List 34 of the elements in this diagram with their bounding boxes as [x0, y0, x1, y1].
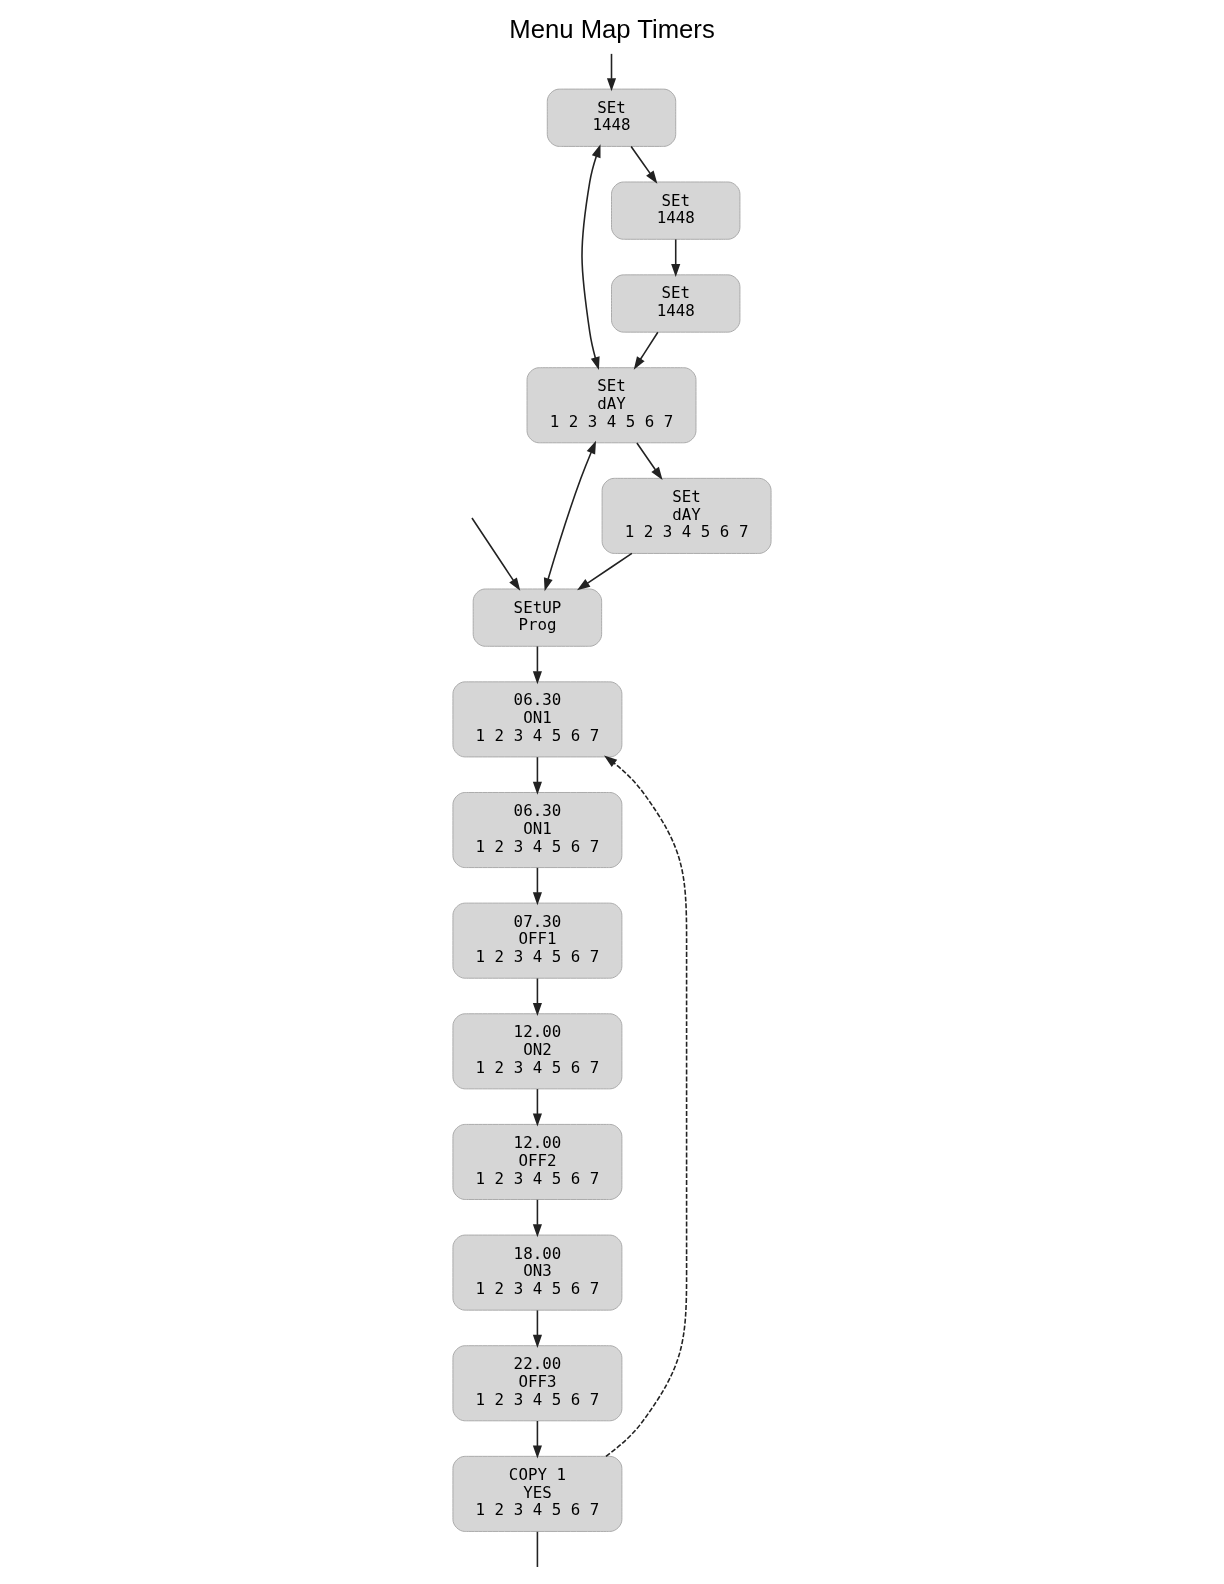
arrow — [471, 517, 521, 591]
arrow — [532, 756, 542, 795]
arrow — [532, 867, 542, 906]
arrow — [543, 440, 596, 592]
node-box: 06.30 ON1 1 2 3 4 5 6 7 — [452, 792, 623, 869]
arrow — [532, 1198, 542, 1238]
node-box: 12.00 OFF2 1 2 3 4 5 6 7 — [452, 1123, 623, 1200]
node-box: SEt dAY 1 2 3 4 5 6 7 — [526, 367, 697, 444]
node-box: 12.00 ON2 1 2 3 4 5 6 7 — [452, 1013, 623, 1090]
arrow — [577, 552, 633, 591]
arrow — [532, 1309, 542, 1348]
connector — [536, 1530, 539, 1568]
node-box: SEt 1448 — [546, 88, 677, 147]
node-box: 18.00 ON3 1 2 3 4 5 6 7 — [452, 1234, 623, 1311]
arrow — [532, 977, 542, 1016]
node-box: 06.30 ON1 1 2 3 4 5 6 7 — [452, 681, 623, 758]
arrow — [606, 53, 617, 92]
arrow — [604, 755, 688, 1458]
arrow — [581, 144, 601, 370]
arrow — [532, 645, 542, 685]
arrow — [630, 145, 658, 184]
arrow — [671, 238, 681, 277]
node-box: COPY 1 YES 1 2 3 4 5 6 7 — [452, 1455, 623, 1532]
arrow — [636, 442, 663, 481]
node-box: SEt 1448 — [611, 181, 741, 240]
arrow — [532, 1420, 542, 1459]
node-box: SEtUP Prog — [472, 588, 603, 647]
arrow — [633, 331, 659, 370]
node-box: SEt 1448 — [611, 274, 741, 333]
node-box: 22.00 OFF3 1 2 3 4 5 6 7 — [452, 1345, 623, 1422]
node-box: 07.30 OFF1 1 2 3 4 5 6 7 — [452, 902, 623, 979]
diagram-title: Menu Map Timers — [509, 14, 715, 43]
node-box: SEt dAY 1 2 3 4 5 6 7 — [601, 477, 772, 554]
arrow — [532, 1088, 542, 1127]
